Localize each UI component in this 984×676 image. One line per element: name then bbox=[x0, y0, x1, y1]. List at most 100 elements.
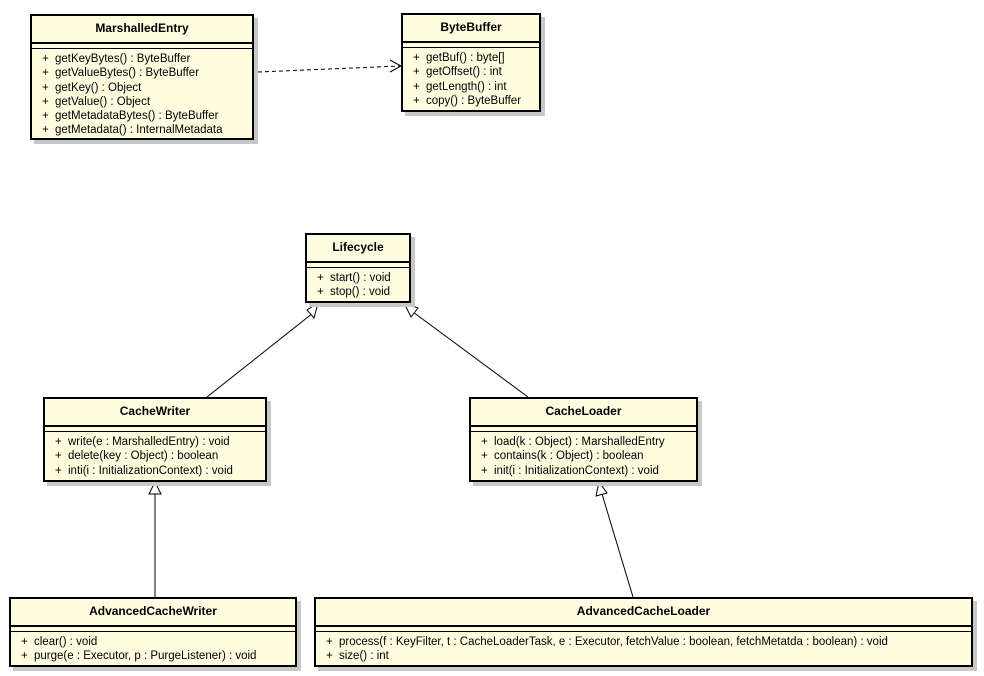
attributes-compartment bbox=[403, 43, 539, 48]
operation-signature: load(k : Object) : MarshalledEntry bbox=[494, 436, 665, 448]
class-name: MarshalledEntry bbox=[32, 16, 252, 44]
operation-signature: contains(k : Object) : boolean bbox=[494, 450, 644, 463]
visibility-public: + bbox=[42, 67, 49, 80]
visibility-public: + bbox=[481, 464, 488, 477]
operation: + getBuf() : byte[] bbox=[413, 51, 539, 65]
operation: + stop() : void bbox=[317, 285, 409, 299]
operation: + clear() : void bbox=[21, 635, 295, 649]
operation-signature: inti(i : InitializationContext) : void bbox=[68, 464, 233, 477]
generalization-edge bbox=[595, 480, 634, 598]
class-marshalled-entry: MarshalledEntry + getKeyBytes() : ByteBuf… bbox=[30, 14, 254, 140]
operations-compartment: + process(f : KeyFilter, t : CacheLoaderT… bbox=[316, 632, 971, 664]
operation-signature: process(f : KeyFilter, t : CacheLoaderTa… bbox=[339, 636, 888, 648]
operation: + getMetadata() : InternalMetadata bbox=[42, 123, 252, 137]
visibility-public: + bbox=[481, 450, 488, 463]
operation-signature: copy() : ByteBuffer bbox=[426, 94, 522, 107]
visibility-public: + bbox=[42, 95, 49, 108]
class-name: CacheWriter bbox=[45, 399, 265, 427]
attributes-compartment bbox=[45, 427, 265, 432]
operation-signature: getKey() : Object bbox=[55, 81, 142, 94]
operation: + init(i : InitializationContext) : void bbox=[481, 464, 696, 478]
operation-signature: getOffset() : int bbox=[426, 66, 502, 79]
operation-signature: getKeyBytes() : ByteBuffer bbox=[55, 53, 191, 65]
class-byte-buffer: ByteBuffer + getBuf() : byte[] + getOffset… bbox=[401, 13, 541, 112]
operation: + getOffset() : int bbox=[413, 65, 539, 79]
class-advanced-cache-loader: AdvancedCacheLoader + process(f : KeyFilt… bbox=[314, 597, 973, 667]
operations-compartment: + clear() : void + purge(e : Executor, p :… bbox=[11, 632, 295, 664]
operation-signature: clear() : void bbox=[34, 636, 98, 648]
operation-signature: size() : int bbox=[339, 650, 389, 663]
class-cache-writer: CacheWriter + write(e : MarshalledEntry) … bbox=[43, 397, 267, 482]
visibility-public: + bbox=[326, 636, 333, 648]
dependency-edge bbox=[257, 59, 403, 73]
attributes-compartment bbox=[471, 427, 696, 432]
visibility-public: + bbox=[317, 272, 324, 284]
operation: + process(f : KeyFilter, t : CacheLoaderT… bbox=[326, 635, 971, 649]
visibility-public: + bbox=[413, 80, 420, 93]
attributes-compartment bbox=[307, 263, 409, 268]
operation-signature: write(e : MarshalledEntry) : void bbox=[68, 436, 230, 448]
class-name: AdvancedCacheLoader bbox=[316, 599, 971, 627]
attributes-compartment bbox=[32, 44, 252, 49]
visibility-public: + bbox=[413, 66, 420, 79]
operation: + getLength() : int bbox=[413, 80, 539, 94]
attributes-compartment bbox=[11, 627, 295, 632]
operation: + start() : void bbox=[317, 271, 409, 285]
visibility-public: + bbox=[55, 436, 62, 448]
operation: + size() : int bbox=[326, 649, 971, 663]
operation-signature: init(i : InitializationContext) : void bbox=[494, 464, 659, 477]
operation-signature: start() : void bbox=[330, 272, 391, 284]
operation: + getValue() : Object bbox=[42, 95, 252, 109]
visibility-public: + bbox=[317, 286, 324, 299]
visibility-public: + bbox=[413, 94, 420, 107]
visibility-public: + bbox=[326, 650, 333, 663]
operations-compartment: + start() : void + stop() : void bbox=[307, 268, 409, 300]
generalization-edge bbox=[402, 302, 529, 398]
operations-compartment: + load(k : Object) : MarshalledEntry + con… bbox=[471, 432, 696, 478]
visibility-public: + bbox=[42, 110, 49, 123]
operations-compartment: + write(e : MarshalledEntry) : void + dele… bbox=[45, 432, 265, 478]
visibility-public: + bbox=[42, 124, 49, 137]
visibility-public: + bbox=[21, 636, 28, 648]
operation-signature: getBuf() : byte[] bbox=[426, 52, 505, 64]
generalization-edge bbox=[148, 480, 162, 597]
operation-signature: getMetadataBytes() : ByteBuffer bbox=[55, 110, 219, 123]
visibility-public: + bbox=[21, 650, 28, 663]
visibility-public: + bbox=[42, 53, 49, 65]
operation: + load(k : Object) : MarshalledEntry bbox=[481, 435, 696, 449]
visibility-public: + bbox=[413, 52, 420, 64]
operation: + getKeyBytes() : ByteBuffer bbox=[42, 52, 252, 66]
class-cache-loader: CacheLoader + load(k : Object) : Marshall… bbox=[469, 397, 698, 482]
class-advanced-cache-writer: AdvancedCacheWriter + clear() : void + pur… bbox=[9, 597, 297, 667]
operation: + delete(key : Object) : boolean bbox=[55, 449, 265, 463]
visibility-public: + bbox=[481, 436, 488, 448]
generalization-edge bbox=[206, 301, 319, 398]
visibility-public: + bbox=[42, 81, 49, 94]
attributes-compartment bbox=[316, 627, 971, 632]
class-name: AdvancedCacheWriter bbox=[11, 599, 295, 627]
operation: + copy() : ByteBuffer bbox=[413, 94, 539, 108]
operation-signature: getMetadata() : InternalMetadata bbox=[55, 124, 223, 137]
operation-signature: getValue() : Object bbox=[55, 95, 151, 108]
operations-compartment: + getKeyBytes() : ByteBuffer + getValueByt… bbox=[32, 49, 252, 138]
operation-signature: purge(e : Executor, p : PurgeListener) :… bbox=[34, 650, 257, 663]
operation-signature: delete(key : Object) : boolean bbox=[68, 450, 219, 463]
visibility-public: + bbox=[55, 464, 62, 477]
operation-signature: stop() : void bbox=[330, 286, 391, 299]
operation-signature: getLength() : int bbox=[426, 80, 507, 93]
operation: + inti(i : InitializationContext) : void bbox=[55, 464, 265, 478]
operation: + getKey() : Object bbox=[42, 81, 252, 95]
class-lifecycle: Lifecycle + start() : void + stop() : void bbox=[305, 233, 411, 303]
class-name: ByteBuffer bbox=[403, 15, 539, 43]
operation: + getMetadataBytes() : ByteBuffer bbox=[42, 109, 252, 123]
visibility-public: + bbox=[55, 450, 62, 463]
operation: + purge(e : Executor, p : PurgeListener) … bbox=[21, 649, 295, 663]
operation-signature: getValueBytes() : ByteBuffer bbox=[55, 67, 200, 80]
operation: + contains(k : Object) : boolean bbox=[481, 449, 696, 463]
class-name: CacheLoader bbox=[471, 399, 696, 427]
class-name: Lifecycle bbox=[307, 235, 409, 263]
operation: + write(e : MarshalledEntry) : void bbox=[55, 435, 265, 449]
operation: + getValueBytes() : ByteBuffer bbox=[42, 66, 252, 80]
operations-compartment: + getBuf() : byte[] + getOffset() : int + g… bbox=[403, 48, 539, 108]
